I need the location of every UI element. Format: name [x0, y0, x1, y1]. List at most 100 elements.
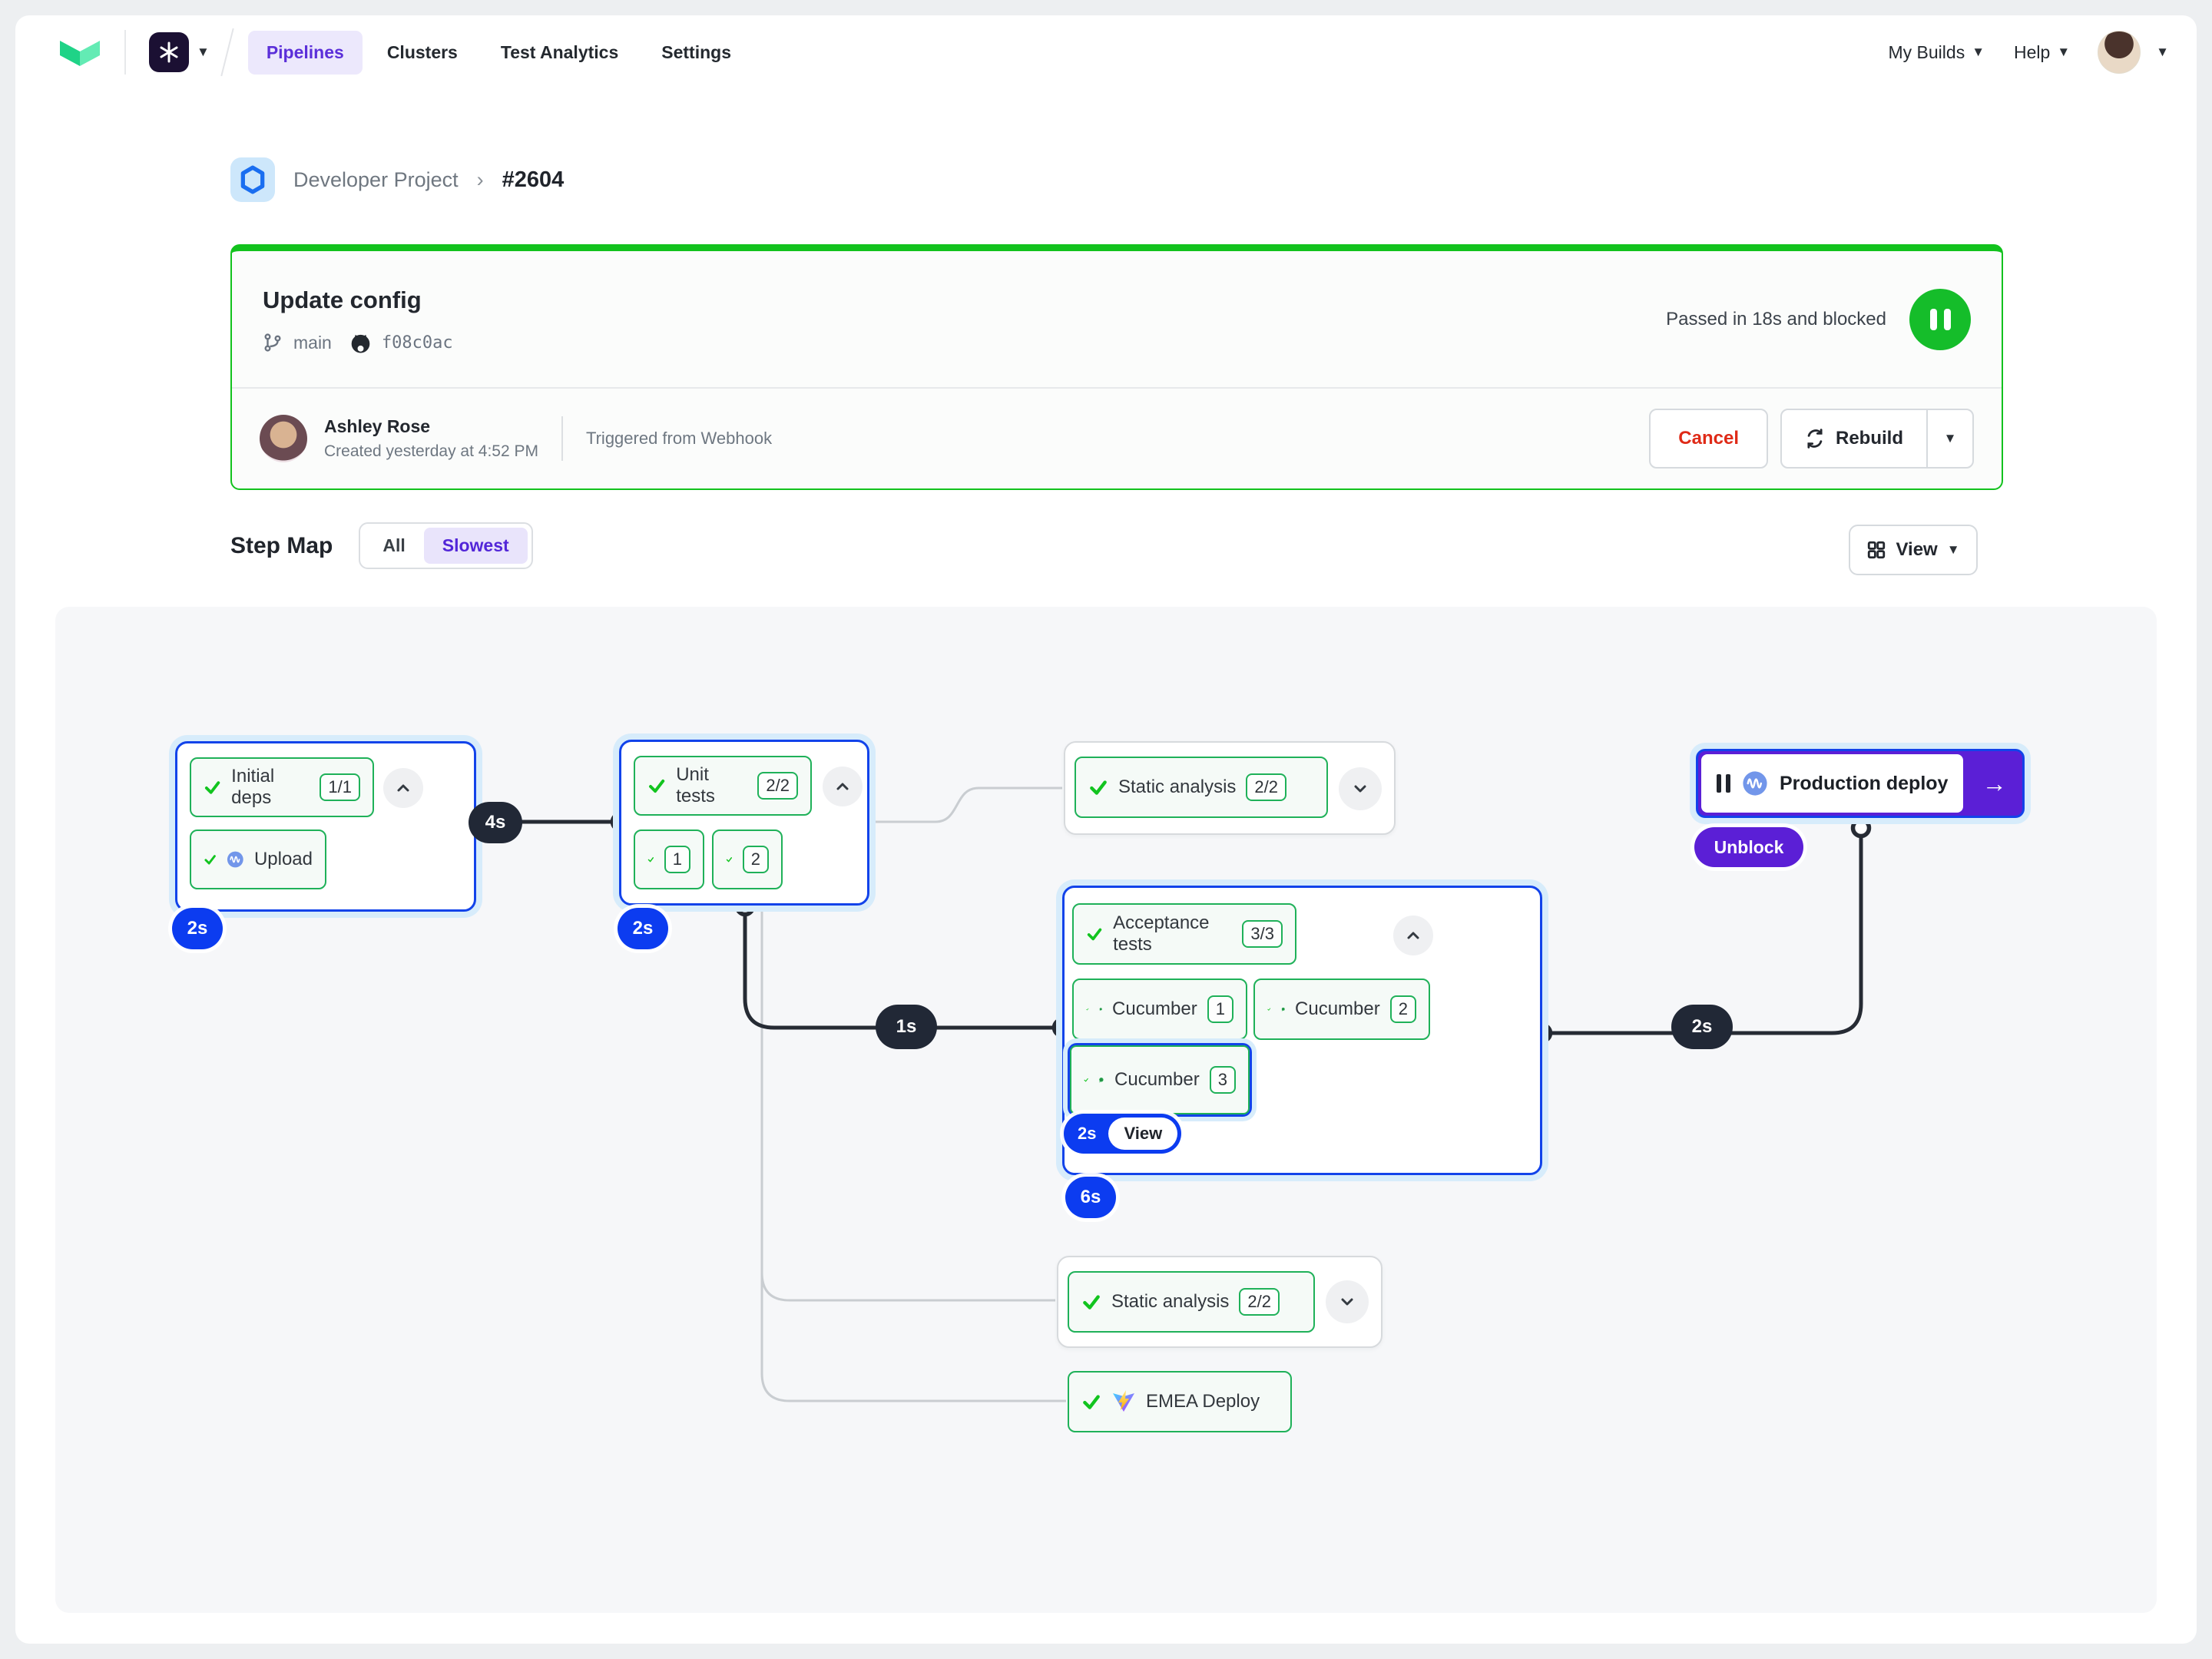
step-map-canvas[interactable]: Initial deps 1/1 Upload 2s 4s Unit tests [55, 607, 2157, 1613]
step-unit-tests[interactable]: Unit tests 2/2 [634, 756, 812, 816]
pipeline-emblem[interactable] [230, 157, 275, 202]
view-label: View [1896, 539, 1938, 560]
selected-duration: 2s [1078, 1124, 1097, 1143]
breadcrumb-project-link[interactable]: Developer Project [293, 167, 459, 191]
buildkite-logo-icon[interactable] [58, 37, 101, 68]
check-icon [1090, 780, 1107, 795]
step-card-static-analysis-bottom[interactable]: Static analysis 2/2 [1057, 1256, 1382, 1348]
cucumber-job-3-selected[interactable]: Cucumber 3 [1068, 1043, 1252, 1117]
my-builds-menu[interactable]: My Builds ▼ [1878, 35, 1996, 71]
job-count-badge: 3/3 [1242, 920, 1283, 948]
step-initial-deps[interactable]: Initial deps 1/1 [190, 757, 374, 817]
pipeline-wave-icon [227, 851, 243, 868]
step-label: EMEA Deploy [1146, 1391, 1260, 1412]
step-map-header: Step Map All Slowest [230, 522, 533, 569]
collapse-button[interactable] [823, 767, 863, 806]
cucumber-icon [1099, 1078, 1104, 1083]
step-production-deploy[interactable]: Production deploy → [1696, 749, 2025, 818]
cucumber-job-1[interactable]: Cucumber 1 [1072, 979, 1247, 1040]
chevron-down-icon: ▼ [1972, 45, 1985, 59]
check-icon [726, 857, 733, 863]
build-card-footer: Ashley Rose Created yesterday at 4:52 PM… [232, 387, 2002, 488]
collapse-button[interactable] [1393, 916, 1433, 955]
build-status-text: Passed in 18s and blocked [1666, 309, 1886, 329]
tab-pipelines[interactable]: Pipelines [247, 30, 363, 75]
job-label: Cucumber [1114, 1069, 1200, 1090]
check-icon [1267, 1008, 1271, 1011]
step-static-analysis-bottom[interactable]: Static analysis 2/2 [1068, 1271, 1315, 1333]
author-name: Ashley Rose [324, 416, 431, 436]
nav-slash-divider [220, 28, 234, 77]
user-menu-caret-icon[interactable]: ▼ [2156, 45, 2169, 59]
step-label: Upload [253, 849, 313, 869]
rebuild-options-caret[interactable]: ▼ [1926, 410, 1972, 467]
build-meta: main f08c0ac [263, 333, 453, 353]
user-avatar[interactable] [2098, 31, 2141, 74]
help-menu[interactable]: Help ▼ [2003, 35, 2081, 71]
arrow-right-icon: → [1982, 769, 2007, 797]
job-count-badge: 2/2 [1246, 773, 1286, 801]
check-icon [1083, 1395, 1100, 1409]
step-group-unit-tests[interactable]: Unit tests 2/2 1 2 [619, 740, 869, 906]
build-status: Passed in 18s and blocked [1666, 289, 1971, 350]
continue-button[interactable]: → [1966, 751, 2022, 816]
step-card-static-analysis-top[interactable]: Static analysis 2/2 [1064, 741, 1396, 835]
hexagon-icon [240, 165, 265, 194]
step-label: Static analysis [1111, 1291, 1230, 1312]
job-number-badge: 1 [1207, 995, 1233, 1023]
step-acceptance-tests[interactable]: Acceptance tests 3/3 [1072, 903, 1296, 965]
check-icon [204, 855, 216, 865]
tab-clusters[interactable]: Clusters [386, 41, 458, 62]
check-icon [1084, 1078, 1088, 1082]
expand-button[interactable] [1326, 1280, 1369, 1323]
step-filter-toggle: All Slowest [359, 522, 533, 569]
nav-right: My Builds ▼ Help ▼ ▼ [1878, 31, 2169, 74]
check-icon [1086, 1008, 1089, 1011]
branch-name[interactable]: main [293, 332, 332, 353]
collapse-button[interactable] [383, 768, 423, 808]
created-timestamp: Created yesterday at 4:52 PM [324, 442, 538, 460]
step-emea-deploy[interactable]: EMEA Deploy [1068, 1371, 1292, 1432]
cucumber-job-3[interactable]: Cucumber 3 [1070, 1045, 1250, 1114]
view-dropdown-button[interactable]: View ▼ [1849, 525, 1978, 575]
org-caret-icon[interactable]: ▼ [197, 45, 210, 59]
expand-button[interactable] [1339, 767, 1382, 810]
trigger-source-text: Triggered from Webhook [585, 429, 773, 448]
duration-badge-unit-tests: 2s [618, 908, 668, 949]
step-label: Production deploy [1780, 772, 1949, 794]
nav-divider [124, 30, 126, 75]
view-job-button[interactable]: View [1108, 1118, 1178, 1150]
step-static-analysis-top[interactable]: Static analysis 2/2 [1075, 757, 1328, 818]
step-label: Static analysis [1118, 777, 1237, 797]
job-label: Cucumber [1295, 998, 1380, 1019]
job-number-badge: 2 [1389, 995, 1416, 1023]
cucumber-icon [1281, 1007, 1285, 1012]
check-icon [1087, 928, 1102, 941]
app-window: ▼ Pipelines Clusters Test Analytics Sett… [15, 15, 2197, 1644]
chevron-up-icon [836, 783, 849, 790]
filter-slowest[interactable]: Slowest [423, 528, 528, 564]
step-upload[interactable]: Upload [190, 830, 326, 889]
org-switcher-badge[interactable] [149, 32, 189, 72]
tab-settings[interactable]: Settings [661, 41, 731, 62]
my-builds-label: My Builds [1888, 41, 1965, 62]
asterisk-icon [160, 41, 178, 63]
production-deploy-inner: Production deploy [1701, 754, 1964, 813]
unblock-button[interactable]: Unblock [1694, 827, 1803, 867]
rebuild-button-group: Rebuild ▼ [1780, 409, 1974, 469]
help-label: Help [2014, 41, 2051, 62]
unit-test-job-2[interactable]: 2 [712, 830, 783, 889]
cucumber-job-2[interactable]: Cucumber 2 [1253, 979, 1430, 1040]
rebuild-button[interactable]: Rebuild [1782, 410, 1926, 467]
cancel-button[interactable]: Cancel [1649, 409, 1768, 469]
chevron-up-icon [397, 784, 409, 792]
tab-test-analytics[interactable]: Test Analytics [500, 41, 619, 62]
commit-sha[interactable]: f08c0ac [381, 333, 453, 353]
breadcrumb-build-number: #2604 [502, 167, 565, 192]
check-icon [647, 857, 654, 863]
step-group-initial-deps[interactable]: Initial deps 1/1 Upload [175, 741, 476, 912]
unit-test-job-1[interactable]: 1 [634, 830, 704, 889]
blocked-status-icon[interactable] [1909, 289, 1971, 350]
author-avatar [260, 415, 307, 462]
filter-all[interactable]: All [382, 535, 406, 555]
